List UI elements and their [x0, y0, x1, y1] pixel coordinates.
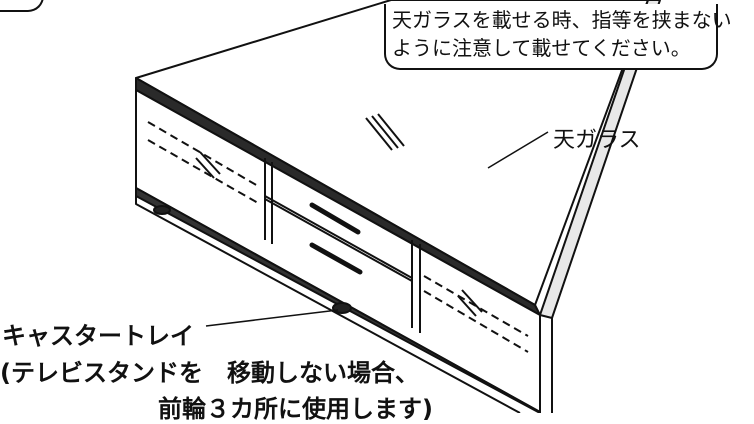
right-shelf-dashed — [423, 275, 529, 353]
lower-drawer-handle — [309, 242, 363, 275]
glass-reflection-left — [195, 151, 221, 179]
caster-note-line2: 前輪３カ所に使用します) — [158, 395, 433, 423]
label-caster-tray: キャスタートレイ — [2, 322, 194, 350]
callout-text-line2: ように注意して載せてください。 — [392, 36, 691, 60]
warning-callout: 天ガラスを載せる時、指等を挟まない ように注意して載せてください。 — [384, 4, 732, 70]
tv-stand-illustration — [135, 0, 661, 413]
callout-text-line1: 天ガラスを載せる時、指等を挟まない — [392, 8, 732, 32]
glass-leader-line — [487, 131, 549, 169]
caster-wheel-middle — [332, 302, 352, 314]
label-top-glass: 天ガラス — [553, 128, 641, 153]
left-shelf-dashed — [147, 121, 259, 204]
right-side-face — [539, 0, 661, 319]
caster-wheel-left — [153, 205, 171, 215]
glass-reflection-right — [457, 289, 483, 317]
glass-reflection-top — [365, 113, 405, 151]
caster-leader-line — [205, 309, 339, 327]
upper-drawer-handle — [309, 202, 361, 235]
bottom-plinth — [135, 187, 541, 413]
caster-note-line1: (テレビスタンドを 移動しない場合、 — [0, 359, 419, 387]
